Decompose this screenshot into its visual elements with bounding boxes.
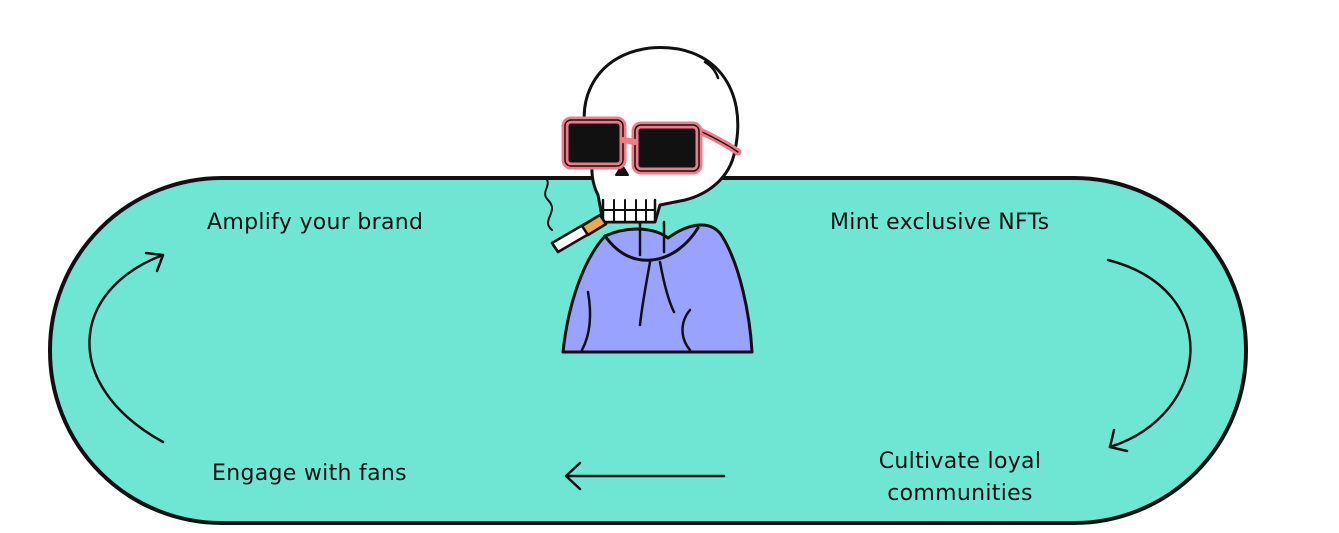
- curved-arrow-up-icon: [88, 251, 165, 444]
- hoodie-icon: [561, 223, 754, 354]
- curved-arrow-down-icon: [1106, 258, 1192, 453]
- skeleton-mascot-icon: [544, 46, 754, 354]
- step-cultivate-label-line1: Cultivate loyal: [878, 449, 1042, 474]
- step-engage-label: Engage with fans: [212, 461, 407, 486]
- step-amplify-label: Amplify your brand: [207, 210, 424, 235]
- straight-arrow-left-icon: [564, 461, 726, 491]
- step-cultivate-label: Cultivate loyal communities: [840, 446, 1080, 510]
- step-mint-label: Mint exclusive NFTs: [830, 210, 1050, 235]
- step-cultivate-label-line2: communities: [887, 481, 1033, 506]
- sunglasses-icon: [561, 116, 742, 175]
- cigarette-icon: [544, 177, 608, 254]
